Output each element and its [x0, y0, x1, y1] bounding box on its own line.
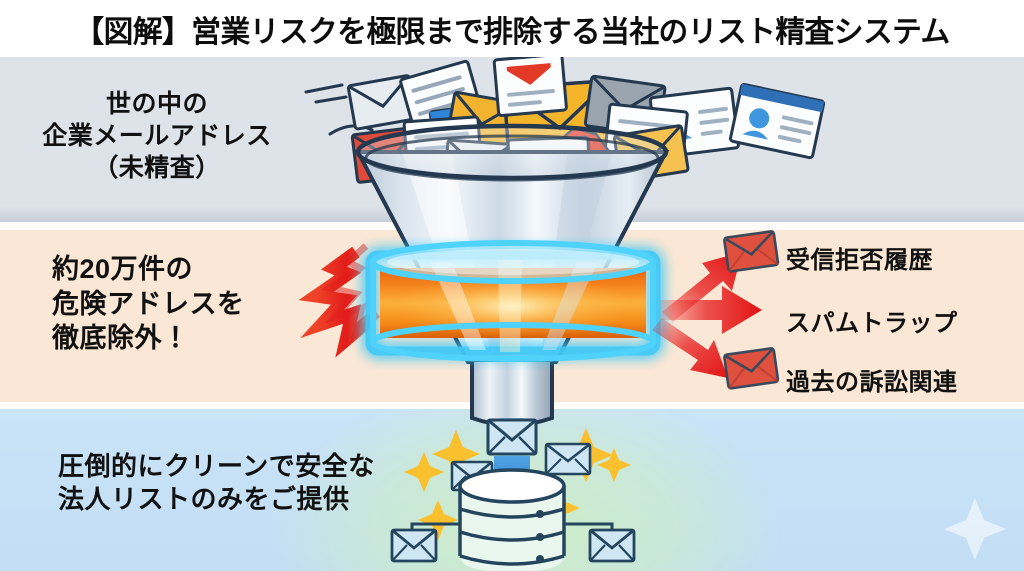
filter-cylinder-icon [365, 240, 661, 362]
clean-envelope-right-icon [544, 442, 592, 476]
label-output-line-1: 圧倒的にクリーンで安全な [58, 451, 375, 481]
id-card-icon [728, 83, 826, 160]
clean-envelope-bottomright-icon [588, 528, 636, 563]
label-output-stage: 圧倒的にクリーンで安全な 法人リストのみをご提供 [58, 450, 375, 517]
clean-envelope-top-icon [486, 418, 538, 456]
excluded-label-3: 過去の訴訟関連 [786, 369, 958, 396]
danger-burst-icon [298, 243, 381, 358]
label-output-line-2: 法人リストのみをご提供 [58, 484, 350, 515]
document-alert-icon [492, 52, 568, 118]
clean-envelope-bottomleft-icon [390, 528, 438, 563]
database-icon [458, 468, 566, 571]
red-envelope-icon-1 [723, 230, 780, 273]
header-bar: 【図解】営業リスクを極限まで排除する当社のリスト精査システム [0, 0, 1024, 57]
corner-sparkle-icon [944, 498, 1006, 560]
label-input-line-2: 企業メールアドレス [42, 122, 272, 150]
label-filter-stage: 約20万件の 危険アドレスを 徹底除外！ [52, 252, 245, 356]
red-envelope-icon-2 [723, 347, 780, 390]
page-title: 【図解】営業リスクを極限まで排除する当社のリスト精査システム [74, 15, 950, 49]
excluded-label-2: スパムトラップ [786, 310, 958, 337]
label-filter-line-3: 徹底除外！ [52, 323, 190, 354]
label-filter-line-1: 約20万件の [52, 254, 194, 284]
exclusion-arrows-group [652, 252, 762, 378]
arrow-right-icon [660, 286, 762, 334]
clean-output-group [390, 418, 1006, 571]
label-input-line-1: 世の中の [105, 90, 208, 118]
label-filter-line-2: 危険アドレスを [52, 288, 245, 319]
excluded-label-1: 受信拒否履歴 [786, 247, 933, 274]
label-input-stage: 世の中の 企業メールアドレス （未精査） [22, 88, 292, 184]
label-input-line-3: （未精査） [93, 154, 221, 182]
arrow-down-right-icon [652, 318, 728, 378]
